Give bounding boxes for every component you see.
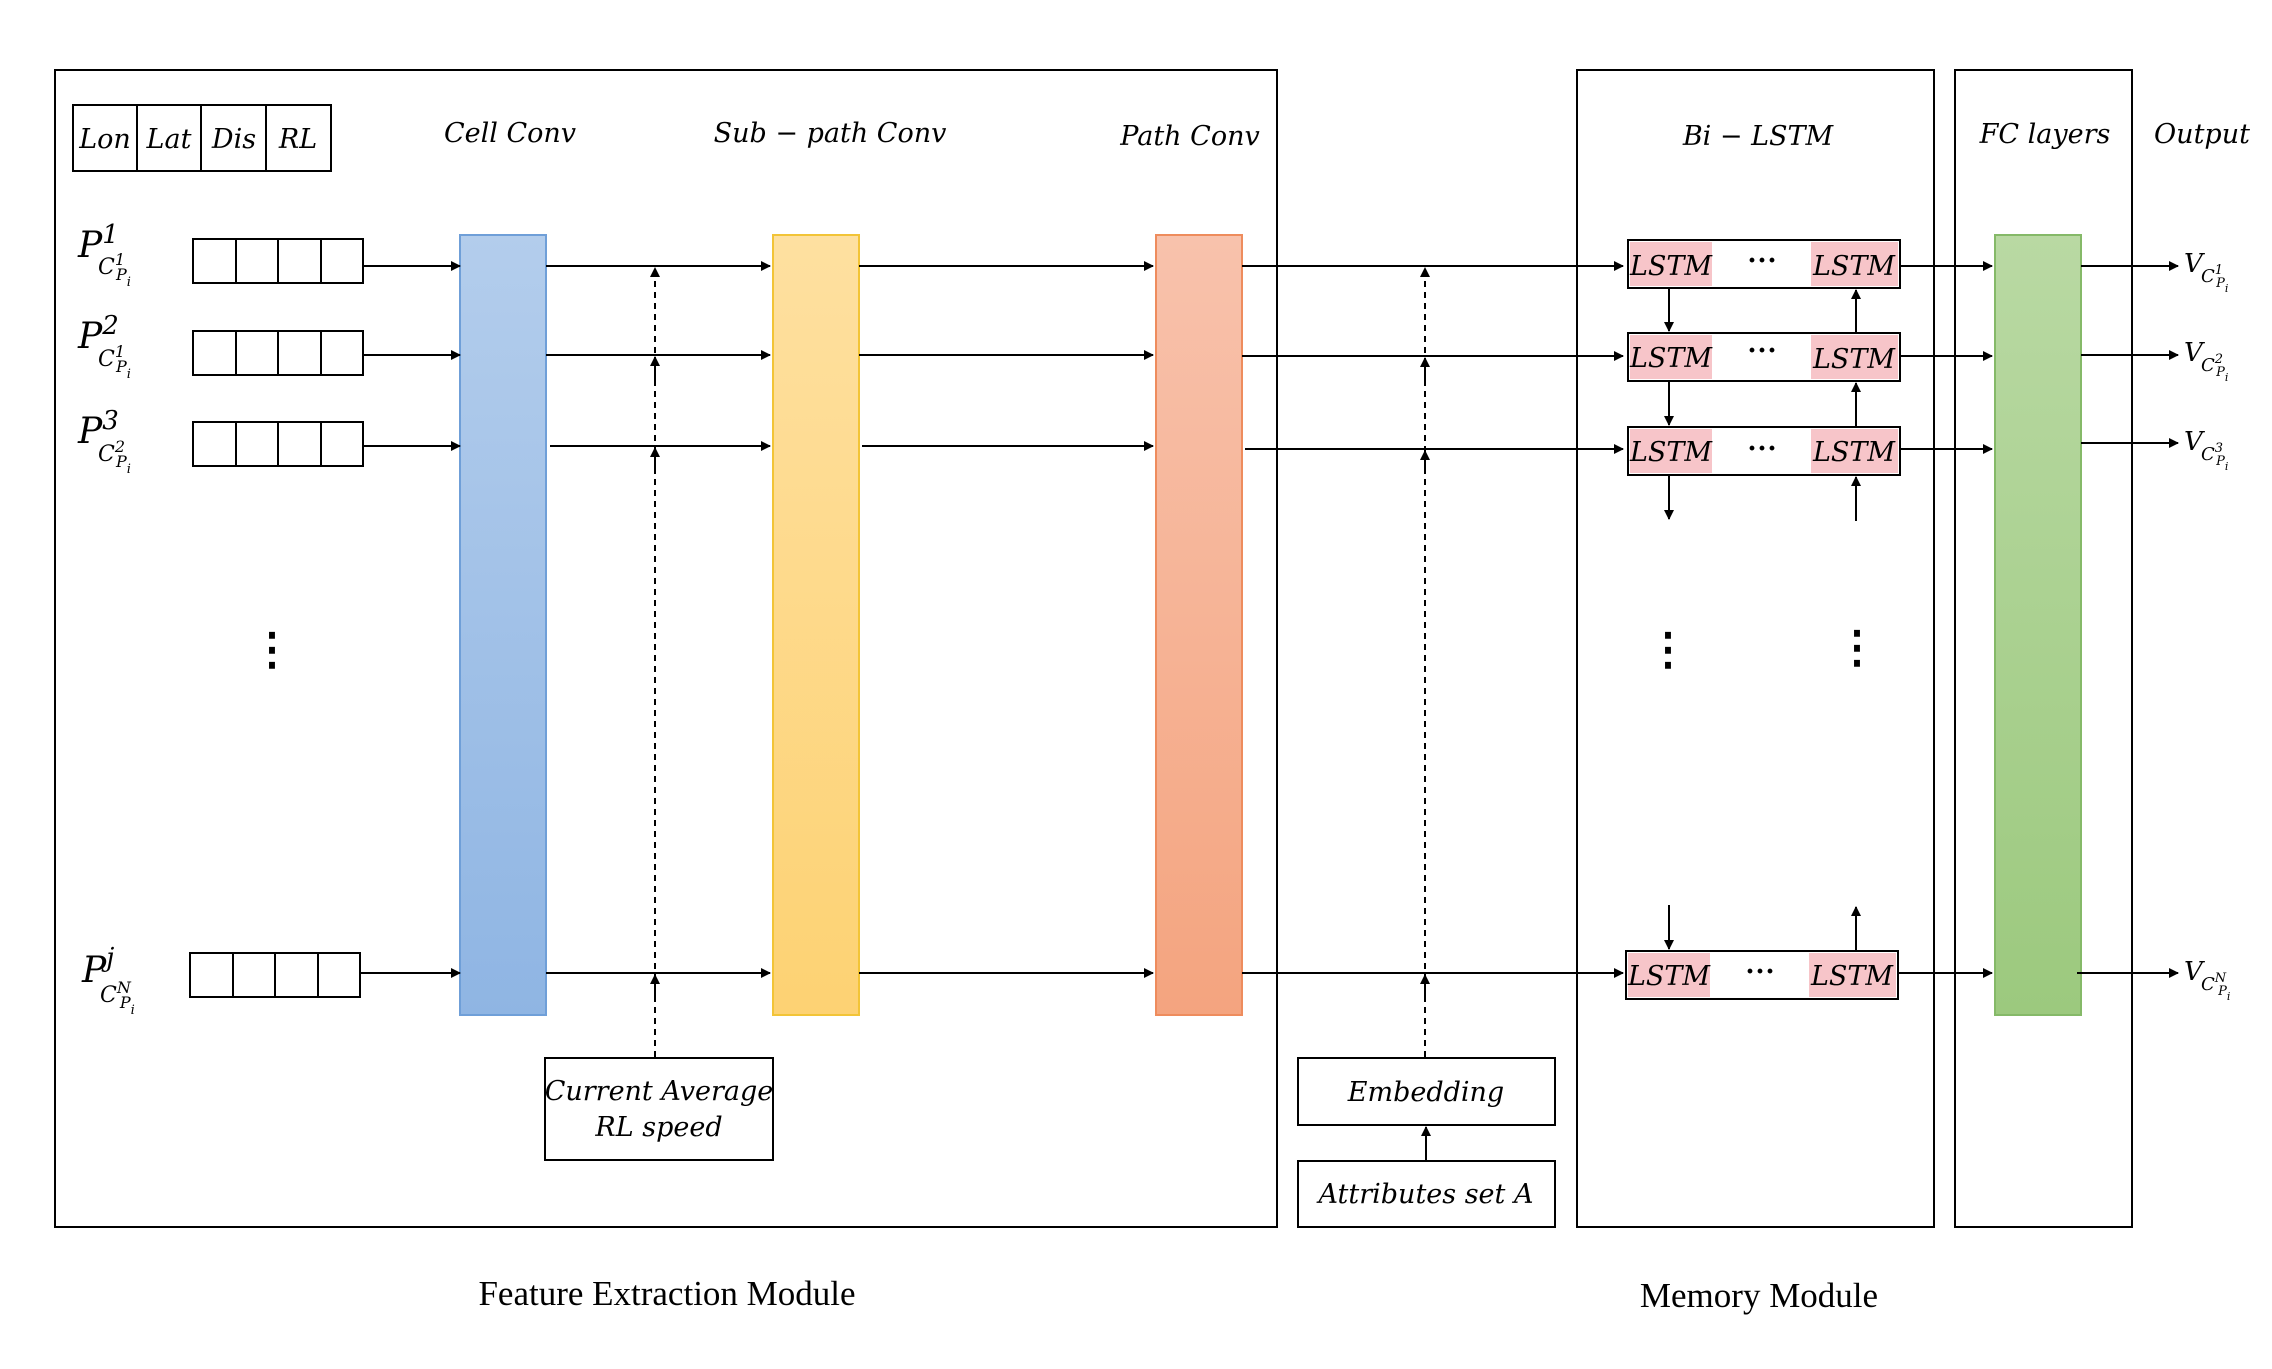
cell-conv-block xyxy=(459,234,547,1016)
lstm-row-3: LSTM LSTM ··· xyxy=(1627,426,1901,476)
feature-extraction-caption: Feature Extraction Module xyxy=(478,1274,855,1313)
lstm-cell xyxy=(1811,429,1898,473)
lstm-row-1: LSTM LSTM ··· xyxy=(1627,239,1901,289)
embedding-label: Embedding xyxy=(1347,1077,1504,1108)
lstm-ellipsis-left: ⋮ xyxy=(1646,625,1690,674)
lstm-ellipsis: ··· xyxy=(1747,244,1777,277)
field-lon: Lon xyxy=(78,124,131,155)
svg-text:P3: P3 xyxy=(77,406,119,452)
lstm-cell-label: LSTM xyxy=(1627,961,1711,992)
fc-layers-block xyxy=(1994,234,2082,1016)
speed-box-line1: Current Average xyxy=(545,1076,774,1107)
lstm-cell-label: LSTM xyxy=(1810,961,1894,992)
subpath-conv-block xyxy=(772,234,860,1016)
cell-conv-label: Cell Conv xyxy=(444,118,576,149)
current-average-speed-box: Current Average RL speed xyxy=(544,1057,774,1161)
lstm-ellipsis: ··· xyxy=(1747,432,1777,465)
fc-layers-label: FC layers xyxy=(1979,119,2111,150)
svg-text:V: V xyxy=(2184,338,2205,368)
lstm-cell xyxy=(1811,242,1898,286)
field-lat: Lat xyxy=(146,124,192,155)
field-rl: RL xyxy=(278,124,317,155)
subpath-conv-label: Sub − path Conv xyxy=(714,118,947,149)
field-dis: Dis xyxy=(211,124,256,155)
lstm-cell-label: LSTM xyxy=(1629,343,1713,374)
lstm-row-2: LSTM LSTM ··· xyxy=(1627,332,1901,382)
lstm-cell-label: LSTM xyxy=(1812,344,1896,375)
feature-extraction-frame xyxy=(54,69,1278,1228)
svg-text:V: V xyxy=(2184,427,2205,457)
speed-box-line2: RL speed xyxy=(594,1112,722,1143)
input-vector-3 xyxy=(192,421,364,467)
lstm-cell xyxy=(1630,242,1712,286)
lstm-cell-label: LSTM xyxy=(1812,437,1896,468)
output-label: Output xyxy=(2154,119,2250,150)
input-vector-j xyxy=(189,952,361,998)
svg-text:V: V xyxy=(2184,957,2205,987)
lstm-cell xyxy=(1628,953,1710,997)
lstm-cell-label: LSTM xyxy=(1629,437,1713,468)
lstm-cell xyxy=(1809,953,1896,997)
fc-layers-frame xyxy=(1954,69,2133,1228)
memory-module-caption: Memory Module xyxy=(1640,1276,1878,1315)
lstm-cell xyxy=(1811,335,1898,379)
lstm-cell-label: LSTM xyxy=(1629,251,1713,282)
svg-text:P1: P1 xyxy=(77,220,119,266)
lstm-ellipsis: ··· xyxy=(1745,955,1775,988)
lstm-vertical-arrows xyxy=(1664,288,1861,951)
svg-text:P2: P2 xyxy=(77,311,119,357)
memory-module-frame xyxy=(1576,69,1935,1228)
attributes-label: Attributes set A xyxy=(1316,1179,1534,1210)
lstm-ellipsis: ··· xyxy=(1747,334,1777,367)
path-conv-label: Path Conv xyxy=(1119,121,1259,152)
lstm-cell xyxy=(1630,335,1712,379)
path-to-lstm-arrows xyxy=(1242,261,1624,978)
input-arrows xyxy=(360,261,461,978)
field-header-table: Lon Lat Dis RL xyxy=(72,104,332,172)
input-ellipsis: ⋮ xyxy=(250,625,294,674)
path-conv-block xyxy=(1155,234,1243,1016)
lstm-cell-label: LSTM xyxy=(1812,251,1896,282)
attributes-box: Attributes set A xyxy=(1297,1160,1556,1228)
input-vector-2 xyxy=(192,330,364,376)
cell-to-subpath-arrows xyxy=(546,261,771,978)
input-vector-1 xyxy=(192,238,364,284)
svg-text:Pj: Pj xyxy=(81,943,114,991)
embedding-box: Embedding xyxy=(1297,1057,1556,1126)
bilstm-label: Bi − LSTM xyxy=(1682,121,1835,152)
svg-text:V: V xyxy=(2184,249,2205,279)
lstm-row-n: LSTM LSTM ··· xyxy=(1625,950,1899,1000)
fc-to-output-arrows xyxy=(2077,261,2179,978)
subpath-to-path-arrows xyxy=(859,261,1154,978)
lstm-ellipsis-right: ⋮ xyxy=(1835,623,1879,672)
lstm-to-fc-arrows xyxy=(1894,261,1993,978)
lstm-cell xyxy=(1630,429,1712,473)
